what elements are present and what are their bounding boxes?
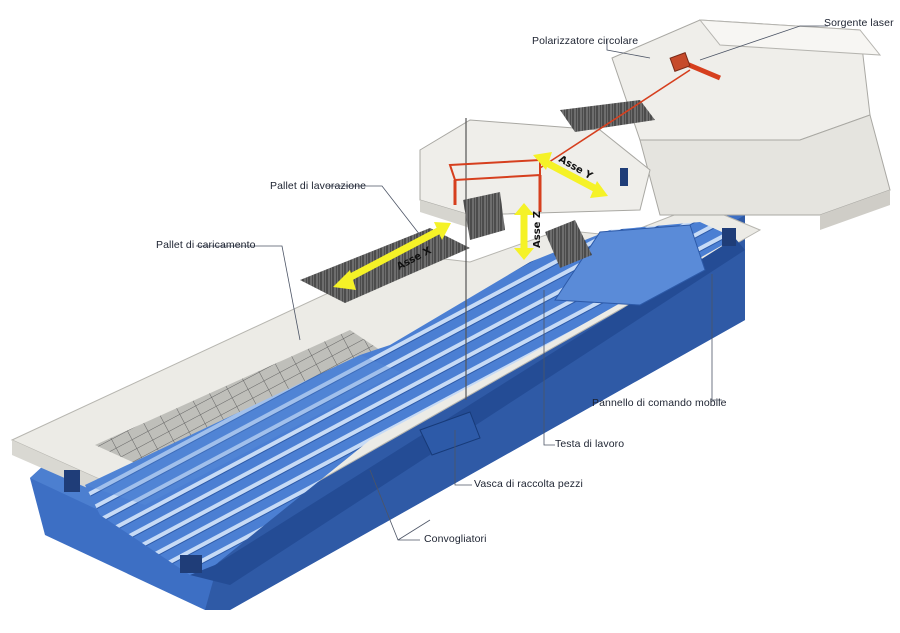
end-block-right <box>722 228 736 246</box>
working-head-grate <box>463 192 505 240</box>
label-pannello-comando: Pannello di comando mobile <box>592 397 727 409</box>
label-sorgente-laser: Sorgente laser <box>824 17 894 29</box>
leader-lines <box>196 25 828 541</box>
label-polarizzatore: Polarizzatore circolare <box>532 35 639 47</box>
axis-z-label: Asse Z <box>532 210 543 248</box>
working-head-grate-2 <box>545 220 592 268</box>
axis-z-arrow <box>514 203 534 260</box>
post-right <box>620 168 628 186</box>
loading-pallet-cells <box>95 330 380 470</box>
label-testa-lavoro: Testa di lavoro <box>555 438 625 450</box>
working-zone-cover <box>554 224 706 306</box>
end-block-front <box>180 555 202 573</box>
axis-x-arrow <box>333 222 451 290</box>
conveyor-belt <box>85 222 745 585</box>
axis-y-arrow <box>533 152 608 198</box>
label-vasca-raccolta: Vasca di raccolta pezzi <box>474 478 583 490</box>
label-convogliatori: Convogliatori <box>424 533 487 545</box>
end-block-left <box>64 470 80 492</box>
parts-collection-tank <box>419 411 481 456</box>
circular-polarizer <box>669 52 691 72</box>
laser-source-housing <box>611 19 891 230</box>
label-pallet-caricamento: Pallet di caricamento <box>156 239 256 251</box>
label-pallet-lavorazione: Pallet di lavorazione <box>270 180 367 192</box>
